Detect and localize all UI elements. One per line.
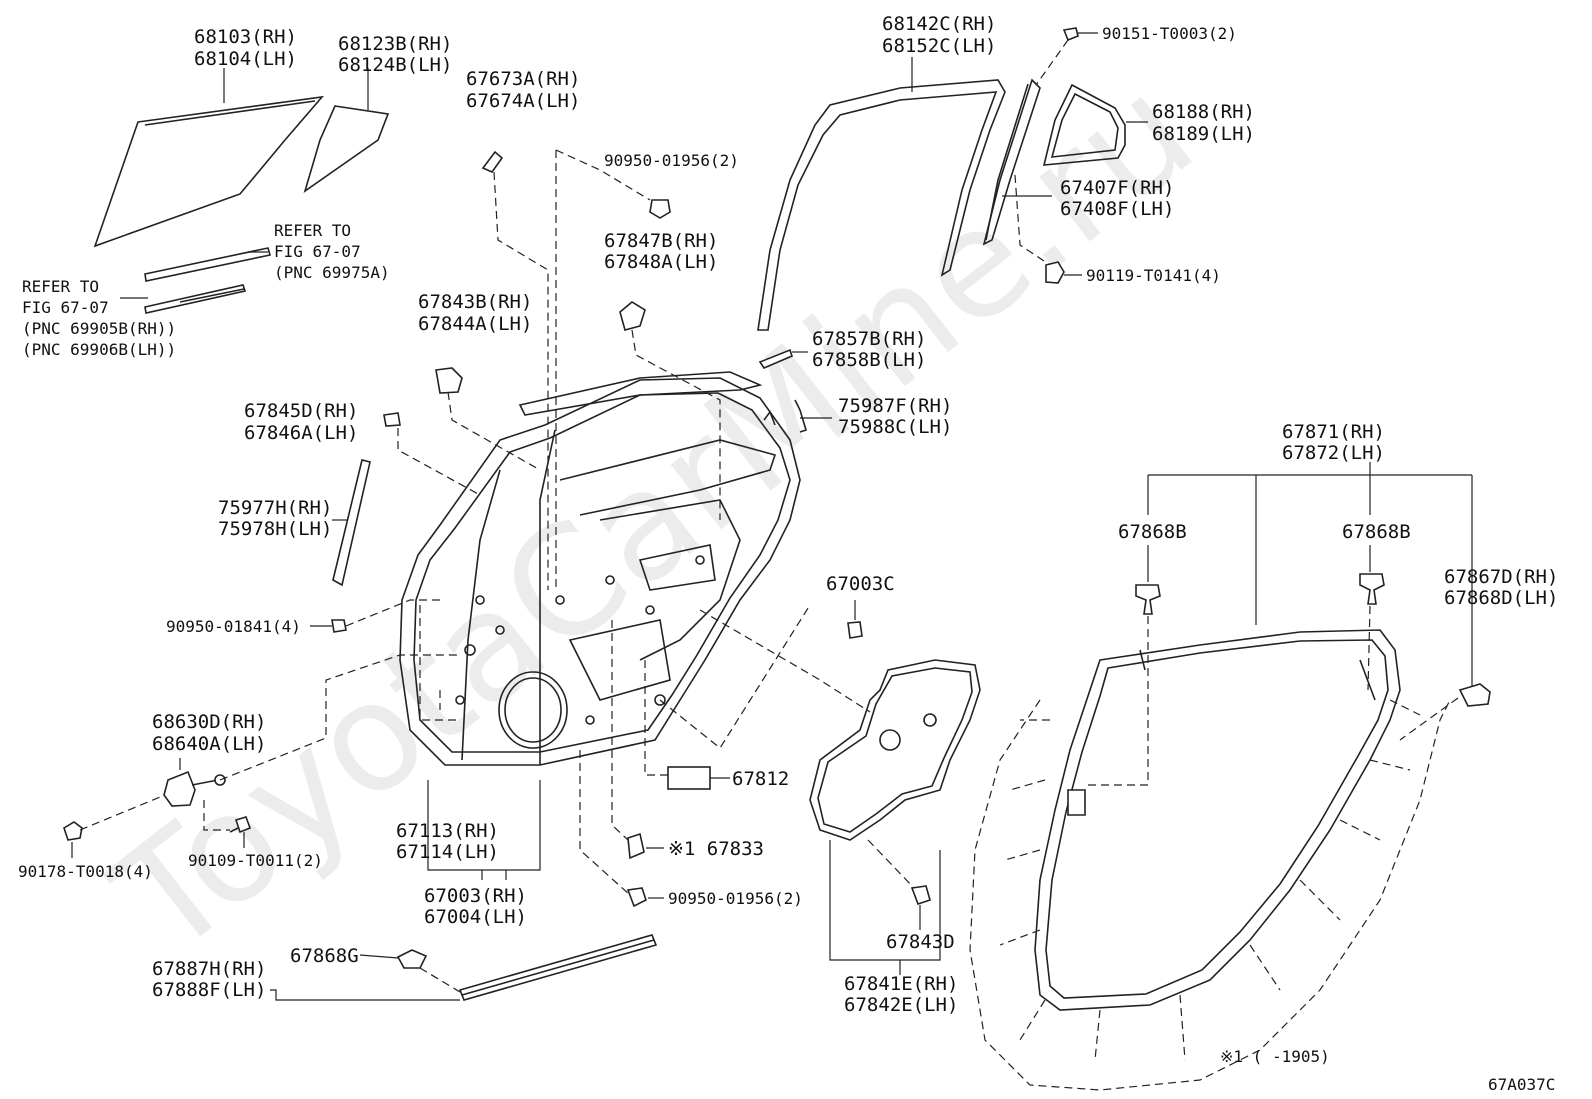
label-nut-left: 90950-01841(4) (166, 617, 301, 636)
label-67408f: 67408F(LH) (1060, 198, 1174, 220)
label-67833: ※1 67833 (668, 838, 764, 860)
label-67114: 67114(LH) (396, 841, 499, 863)
glass-run-strips[interactable] (144, 247, 272, 314)
label-68124b: 68124B(LH) (338, 54, 452, 76)
door-outer-frame[interactable] (399, 371, 801, 766)
label-75978h: 75978H(LH) (218, 518, 332, 540)
label-67843d: 67843D (886, 931, 955, 953)
quarter-glass[interactable] (303, 105, 390, 193)
weatherstrip-dashed-outline (969, 699, 1451, 1091)
label-68152c: 68152C(LH) (882, 35, 996, 57)
label-67841e: 67841E(RH) (844, 973, 958, 995)
label-67845d: 67845D(RH) (244, 400, 358, 422)
label-nut-top: 90950-01956(2) (604, 151, 739, 170)
belt-clip[interactable] (396, 949, 428, 969)
label-67868b-2: 67868B (1342, 521, 1411, 543)
diagram-code: 67A037C (1488, 1075, 1555, 1094)
door-frame-molding[interactable] (757, 79, 1006, 331)
labels-right: 68142C(RH) 68152C(LH) 90151-T0003(2) 681… (812, 13, 1558, 1094)
label-75977h: 75977H(RH) (218, 497, 332, 519)
label-68630d: 68630D(RH) (152, 711, 266, 733)
nut-bottom[interactable] (626, 887, 647, 908)
label-68189: 68189(LH) (1152, 123, 1255, 145)
label-67674a: 67674A(LH) (466, 90, 580, 112)
clip-door[interactable] (383, 412, 401, 427)
label-67868d: 67868D(LH) (1444, 587, 1558, 609)
plug-c[interactable] (847, 621, 863, 639)
label-67868g: 67868G (290, 945, 359, 967)
label-67846a: 67846A(LH) (244, 422, 358, 444)
seal-sheet[interactable] (667, 766, 711, 790)
label-67003c: 67003C (826, 573, 895, 595)
label-68188: 68188(RH) (1152, 101, 1255, 123)
nut-left[interactable] (331, 619, 347, 633)
label-67858b: 67858B(LH) (812, 349, 926, 371)
label-67812: 67812 (732, 768, 789, 790)
label-67842e: 67842E(LH) (844, 994, 958, 1016)
label-screw-top: 90151-T0003(2) (1102, 24, 1237, 43)
label-ref2-d: (PNC 69906B(LH)) (22, 340, 176, 359)
clip-868b-left[interactable] (1135, 584, 1161, 615)
label-75987f: 75987F(RH) (838, 395, 952, 417)
label-67867d: 67867D(RH) (1444, 566, 1558, 588)
bolt-channel[interactable] (1045, 261, 1065, 284)
quarter-glass-2[interactable] (1042, 83, 1126, 166)
panel-holes (455, 555, 705, 725)
belt-molding-rear[interactable] (794, 399, 807, 433)
label-68640a: 68640A(LH) (152, 733, 266, 755)
label-ref1-c: (PNC 69975A) (274, 263, 390, 282)
label-ref1-a: REFER TO (274, 221, 351, 240)
label-75988c: 75988C(LH) (838, 416, 952, 438)
stopper[interactable] (758, 348, 793, 369)
labels-left: 68103(RH) 68104(LH) 68123B(RH) 68124B(LH… (18, 26, 895, 1001)
screw-top[interactable] (1062, 27, 1079, 42)
label-67872: 67872(LH) (1282, 442, 1385, 464)
door-glass[interactable] (93, 95, 324, 248)
label-67887h: 67887H(RH) (152, 958, 266, 980)
label-ref2-c: (PNC 69905B(RH)) (22, 319, 176, 338)
bolt-left[interactable] (63, 821, 83, 841)
clip-833[interactable] (627, 832, 645, 860)
label-ref1-b: FIG 67-07 (274, 242, 361, 261)
nut-top[interactable] (649, 199, 671, 219)
clip-843d[interactable] (910, 885, 931, 906)
label-67888f: 67888F(LH) (152, 979, 266, 1001)
label-67673a: 67673A(RH) (466, 68, 580, 90)
belt-molding-lower[interactable] (458, 934, 658, 1001)
label-ref2-a: REFER TO (22, 277, 99, 296)
label-67843b: 67843B(RH) (418, 291, 532, 313)
label-67003: 67003(RH) (424, 885, 527, 907)
label-68142c: 68142C(RH) (882, 13, 996, 35)
label-67113: 67113(RH) (396, 820, 499, 842)
label-ref2-b: FIG 67-07 (22, 298, 109, 317)
footnote: ※1 ( -1905) (1220, 1047, 1330, 1066)
label-67847b: 67847B(RH) (604, 230, 718, 252)
label-67844a: 67844A(LH) (418, 313, 532, 335)
garnish-strip[interactable] (332, 459, 371, 587)
bracket-b[interactable] (619, 301, 646, 331)
label-68104: 68104(LH) (194, 48, 297, 70)
label-68103: 68103(RH) (194, 26, 297, 48)
pad-part[interactable] (481, 150, 504, 173)
label-bolt-channel: 90119-T0141(4) (1086, 266, 1221, 285)
label-67848a: 67848A(LH) (604, 251, 718, 273)
label-67004: 67004(LH) (424, 906, 527, 928)
label-67857b: 67857B(RH) (812, 328, 926, 350)
label-nut-bottom: 90950-01956(2) (668, 889, 803, 908)
service-hole-cover[interactable] (809, 659, 981, 841)
clip-867d[interactable] (1458, 683, 1491, 707)
clip-868b-right[interactable] (1359, 573, 1385, 605)
label-68123b: 68123B(RH) (338, 33, 452, 55)
weatherstrip[interactable] (1034, 629, 1401, 1011)
label-bolt-check: 90109-T0011(2) (188, 851, 323, 870)
bracket-a[interactable] (435, 367, 463, 394)
label-67407f: 67407F(RH) (1060, 177, 1174, 199)
bolt-check[interactable] (229, 816, 252, 834)
label-67868b-1: 67868B (1118, 521, 1187, 543)
label-67871: 67871(RH) (1282, 421, 1385, 443)
label-bolt-left: 90178-T0018(4) (18, 862, 153, 881)
division-bar[interactable] (982, 78, 1041, 246)
